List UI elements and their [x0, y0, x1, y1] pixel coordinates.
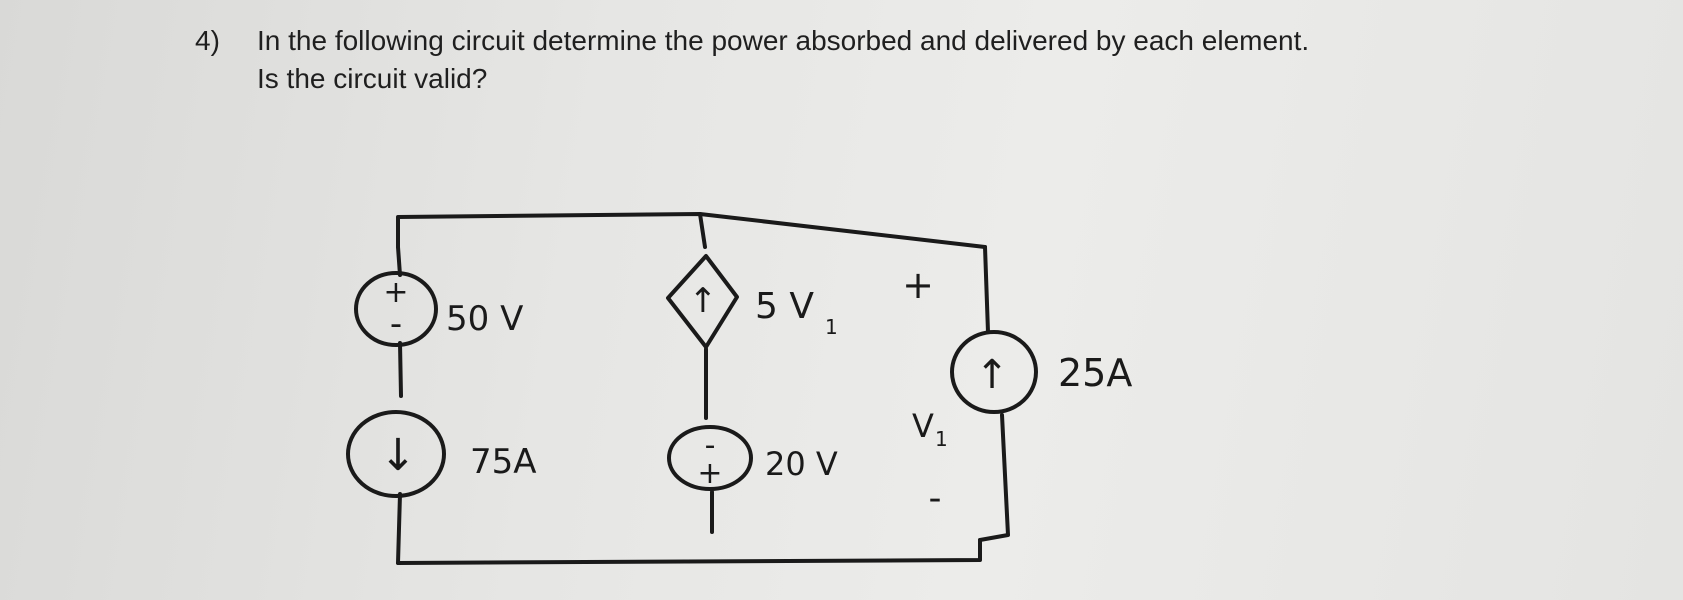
label-5v1: 5 V — [755, 286, 814, 327]
v1-label-subscript: 1 — [935, 427, 948, 451]
question-line-2: Is the circuit valid? — [257, 63, 488, 94]
arrow-up-icon: ↑ — [975, 352, 1009, 398]
plus-sign-20v: + — [697, 456, 722, 491]
label-50v: 50 V — [446, 299, 523, 339]
question-line-1: In the following circuit determine the p… — [257, 25, 1310, 56]
current-source-25a — [950, 330, 1038, 414]
label-20v: 20 V — [765, 445, 838, 483]
wire-right-top — [983, 245, 990, 334]
voltage-source-50v — [354, 271, 438, 347]
minus-sign-20v: - — [705, 428, 716, 463]
label-75a: 75A — [470, 442, 537, 482]
current-source-75a — [346, 410, 446, 498]
wire-left-mid — [398, 341, 403, 398]
plus-sign-50v: + — [383, 275, 408, 310]
voltage-source-20v — [667, 425, 753, 491]
arrow-down-icon: ↓ — [380, 430, 417, 481]
wire-right-bottom — [978, 413, 1010, 542]
question-number: 4) — [195, 25, 220, 56]
dependent-current-source — [666, 254, 739, 349]
wire-top — [396, 212, 987, 249]
wire-top-mid — [698, 212, 707, 249]
label-25a: 25A — [1058, 351, 1132, 395]
minus-sign-50v: - — [390, 304, 402, 344]
v1-label: V — [912, 407, 934, 445]
wire-bottom — [396, 538, 982, 565]
label-5v1-subscript: 1 — [825, 315, 838, 339]
wire-left-bottom — [396, 492, 402, 565]
arrow-up-icon: ↑ — [689, 281, 718, 321]
v1-minus-sign: - — [929, 478, 942, 519]
v1-plus-sign: + — [902, 263, 934, 307]
wire-left-top — [396, 245, 402, 277]
